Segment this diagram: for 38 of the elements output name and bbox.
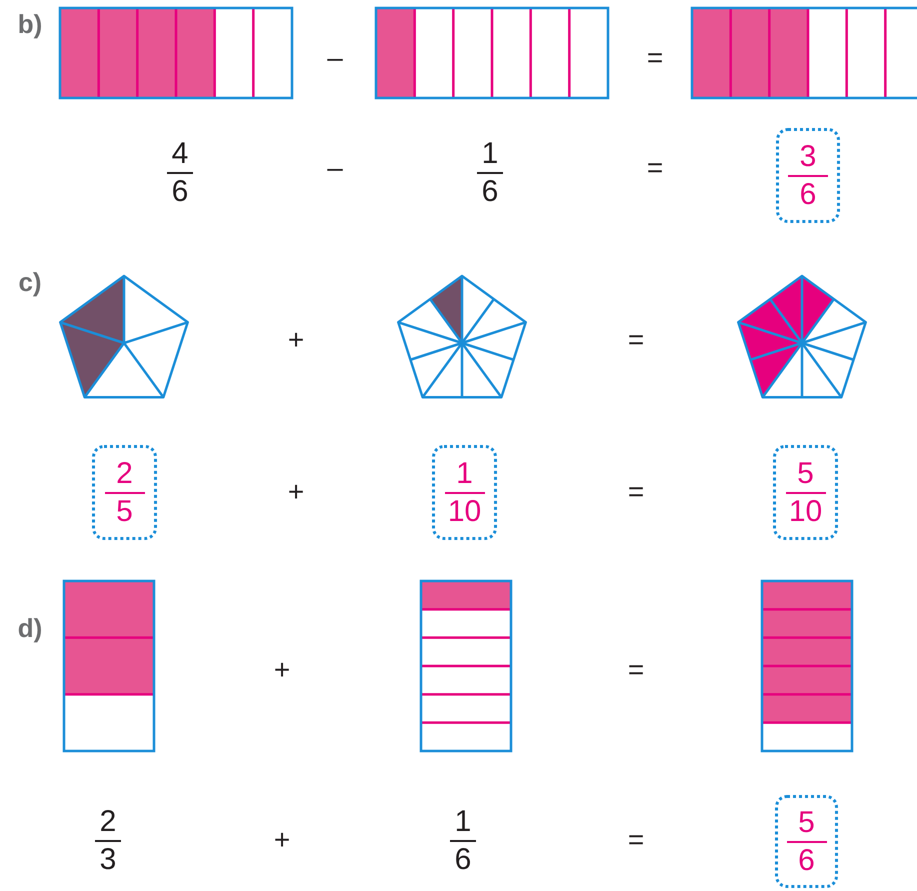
operator: = — [628, 826, 644, 854]
numerator: 5 — [797, 458, 814, 488]
numerator: 2 — [100, 807, 116, 837]
operator: = — [646, 154, 664, 182]
denominator: 6 — [798, 846, 815, 876]
part-label: b) — [18, 11, 42, 37]
denominator: 6 — [800, 180, 816, 210]
answer-box — [92, 445, 157, 540]
denominator: 3 — [100, 845, 116, 875]
operator: + — [288, 326, 304, 354]
operator: = — [628, 656, 644, 684]
numerator: 3 — [800, 142, 816, 172]
denominator: 5 — [116, 496, 133, 526]
operator: – — [327, 44, 343, 72]
denominator: 10 — [448, 496, 482, 526]
operator: = — [628, 326, 644, 354]
numerator: 1 — [454, 807, 472, 837]
operator: + — [288, 478, 304, 506]
part-label: c) — [18, 269, 42, 295]
operator: = — [628, 478, 644, 506]
numerator: 2 — [116, 458, 133, 488]
operator: = — [646, 44, 664, 72]
operator: – — [327, 154, 343, 182]
denominator: 6 — [482, 177, 498, 207]
denominator: 6 — [172, 177, 188, 207]
answer-box — [775, 795, 838, 888]
numerator: 1 — [482, 139, 498, 169]
denominator: 6 — [454, 845, 472, 875]
numerator: 4 — [172, 139, 188, 169]
operator: + — [274, 826, 290, 854]
operator: + — [274, 656, 290, 684]
answer-box — [432, 445, 497, 540]
denominator: 10 — [788, 496, 822, 526]
numerator: 5 — [798, 808, 815, 838]
part-label: d) — [18, 615, 42, 641]
answer-box — [776, 128, 840, 223]
answer-box — [773, 445, 838, 540]
numerator: 1 — [456, 458, 473, 488]
